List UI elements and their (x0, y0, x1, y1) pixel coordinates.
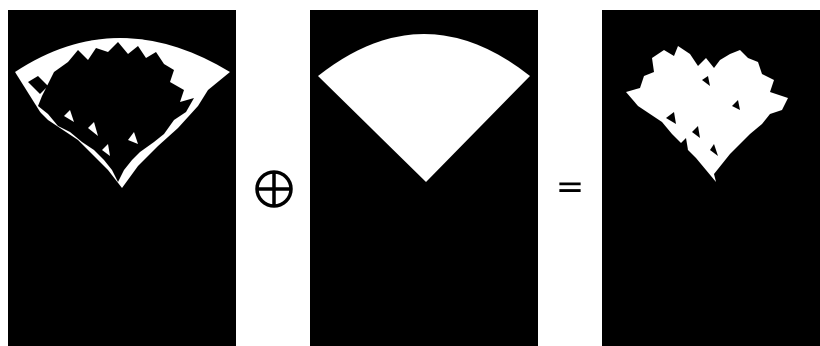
foliage-sector-image (8, 10, 236, 346)
circled-plus-icon (253, 168, 295, 210)
xor-operator (253, 168, 295, 210)
result-mask-panel (602, 10, 820, 346)
equals-operator: = (555, 170, 585, 204)
sector-image (310, 10, 538, 346)
input-mask-panel (8, 10, 236, 346)
result-image (602, 10, 820, 346)
sector-mask-panel (310, 10, 538, 346)
